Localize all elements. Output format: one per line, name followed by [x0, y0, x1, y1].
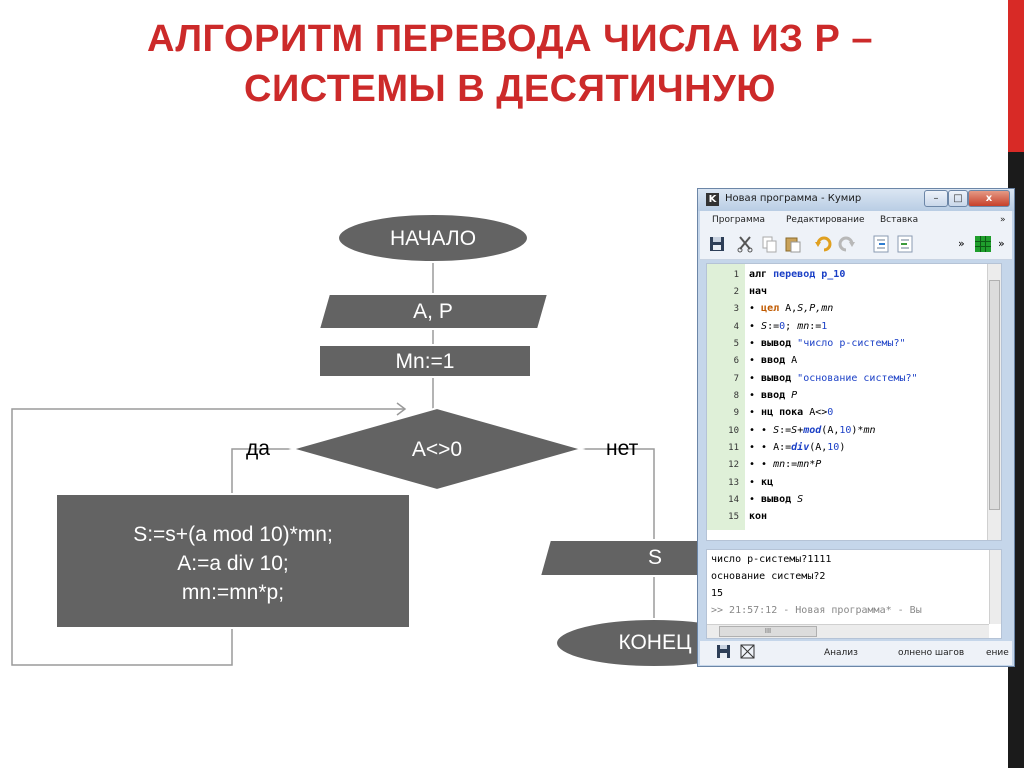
line-number: 9	[733, 408, 739, 418]
decision-diamond	[288, 406, 586, 492]
line-number: 1	[733, 270, 739, 280]
init-label: Mn:=1	[395, 350, 455, 373]
code-line: • кц	[749, 477, 774, 488]
code-line: • S:=0; mn:=1	[749, 321, 828, 332]
cut-icon[interactable]	[736, 235, 754, 253]
slide-title: АЛГОРИТМ ПЕРЕВОДА ЧИСЛА ИЗ Р – СИСТЕМЫ В…	[60, 14, 960, 114]
close-tab-icon[interactable]	[740, 644, 756, 660]
line-number: 11	[728, 443, 739, 453]
editor-scroll-thumb[interactable]	[989, 280, 1000, 510]
code-line: кон	[749, 511, 768, 522]
arrowhead-loop	[396, 402, 407, 416]
menu-insert[interactable]: Вставка	[880, 215, 919, 225]
output-label: S	[647, 546, 662, 569]
console-line: основание системы?2	[711, 571, 826, 582]
line-number: 3	[733, 304, 739, 314]
code-line: • ввод A	[749, 355, 798, 366]
undo-icon[interactable]	[814, 235, 832, 253]
line-number: 14	[728, 495, 739, 505]
paste-icon[interactable]	[784, 235, 802, 253]
line-number-gutter: 1 2 3 4 5 6 7 8 9 10 11 12 13 14 15	[707, 264, 745, 530]
save-icon[interactable]	[708, 235, 726, 253]
line-number: 2	[733, 287, 739, 297]
status-steps: олнено шагов	[898, 648, 965, 658]
menu-overflow[interactable]: »	[1000, 215, 1006, 225]
maximize-button[interactable]: □	[948, 190, 968, 207]
save-status-icon[interactable]	[716, 644, 732, 660]
line-number: 10	[728, 426, 739, 436]
slide-title-line2: СИСТЕМЫ В ДЕСЯТИЧНУЮ	[244, 68, 776, 110]
input-label: A, P	[413, 300, 453, 323]
end-label: КОНЕЦ	[618, 631, 692, 654]
no-label: нет	[606, 437, 639, 460]
loop-body-line2: A:=a div 10;	[177, 552, 289, 575]
code-line: • вывод S	[749, 494, 804, 505]
status-extra: ение	[986, 648, 1009, 658]
loop-body-text: S:=s+(a mod 10)*mn; A:=a div 10; mn:=mn*…	[56, 520, 410, 607]
line-number: 8	[733, 391, 739, 401]
toolbar-overflow-2[interactable]: »	[998, 237, 1005, 250]
menu-edit[interactable]: Редактирование	[786, 215, 865, 225]
console-line: число р-системы?1111	[711, 554, 832, 565]
editor-vertical-scrollbar[interactable]	[987, 264, 1001, 540]
code-line: • • A:=div(A,10)	[749, 442, 846, 453]
code-line: • нц пока A<>0	[749, 407, 834, 418]
init-process-box	[318, 344, 532, 378]
start-label: НАЧАЛО	[389, 227, 477, 250]
unindent-icon[interactable]	[896, 235, 914, 253]
kumir-titlebar[interactable]: K Новая программа - Кумир – □ x	[698, 189, 1014, 211]
code-line: • вывод "число р-системы?"	[749, 338, 906, 349]
code-editor[interactable]: 1 2 3 4 5 6 7 8 9 10 11 12 13 14 15 алг …	[706, 263, 1002, 541]
console-line: 15	[711, 588, 724, 599]
line-number: 6	[733, 356, 739, 366]
line-number: 13	[728, 478, 739, 488]
close-button[interactable]: x	[968, 190, 1010, 207]
line-number: 12	[728, 460, 739, 470]
condition-label: A<>0	[411, 438, 463, 461]
minimize-button[interactable]: –	[924, 190, 948, 207]
status-analysis: Анализ	[824, 648, 858, 658]
kumir-window-title: Новая программа - Кумир	[725, 193, 862, 204]
connector-no-branch	[582, 448, 655, 540]
indent-icon[interactable]	[872, 235, 890, 253]
connector-yes-branch	[231, 448, 292, 494]
status-bar: Анализ олнено шагов ение	[700, 641, 1012, 665]
slide-edge-accent	[1008, 0, 1024, 152]
code-line: нач	[749, 286, 768, 297]
line-number: 4	[733, 322, 739, 332]
toolbar: » »	[700, 229, 1012, 260]
loop-body-line1: S:=s+(a mod 10)*mn;	[133, 523, 333, 546]
redo-icon[interactable]	[838, 235, 856, 253]
console-vertical-scrollbar[interactable]	[989, 550, 1001, 624]
code-line: • • S:=S+mod(A,10)*mn	[749, 425, 876, 436]
console-scroll-thumb[interactable]: III	[719, 626, 817, 637]
menu-program[interactable]: Программа	[712, 215, 766, 225]
line-number: 7	[733, 374, 739, 384]
output-console[interactable]: число р-системы?1111 основание системы?2…	[706, 549, 1002, 639]
console-horizontal-scrollbar[interactable]: III	[707, 624, 989, 638]
grid-icon[interactable]	[974, 235, 992, 253]
menu-bar: Программа Редактирование Вставка »	[700, 211, 1012, 229]
kumir-window: K Новая программа - Кумир – □ x Программ…	[697, 188, 1015, 667]
loop-body-line3: mn:=mn*p;	[181, 581, 285, 604]
code-line: • • mn:=mn*P	[749, 459, 822, 470]
line-number: 5	[733, 339, 739, 349]
console-line: >> 21:57:12 - Новая программа* - Вы	[711, 605, 922, 616]
toolbar-overflow[interactable]: »	[958, 237, 965, 250]
code-line: • вывод "основание системы?"	[749, 373, 918, 384]
code-line: • цел A,S,P,mn	[749, 303, 834, 314]
terminator-start	[337, 213, 529, 263]
input-parallelogram	[317, 293, 550, 330]
slide-title-line1: АЛГОРИТМ ПЕРЕВОДА ЧИСЛА ИЗ Р –	[146, 18, 874, 60]
code-line: алг перевод р_10	[749, 269, 846, 280]
copy-icon[interactable]	[760, 235, 778, 253]
loop-body-box	[55, 493, 411, 629]
kumir-app-icon: K	[706, 193, 719, 206]
code-line: • ввод P	[749, 390, 798, 401]
yes-label: да	[246, 437, 270, 460]
line-number: 15	[728, 512, 739, 522]
connector-loop-back	[11, 408, 405, 666]
